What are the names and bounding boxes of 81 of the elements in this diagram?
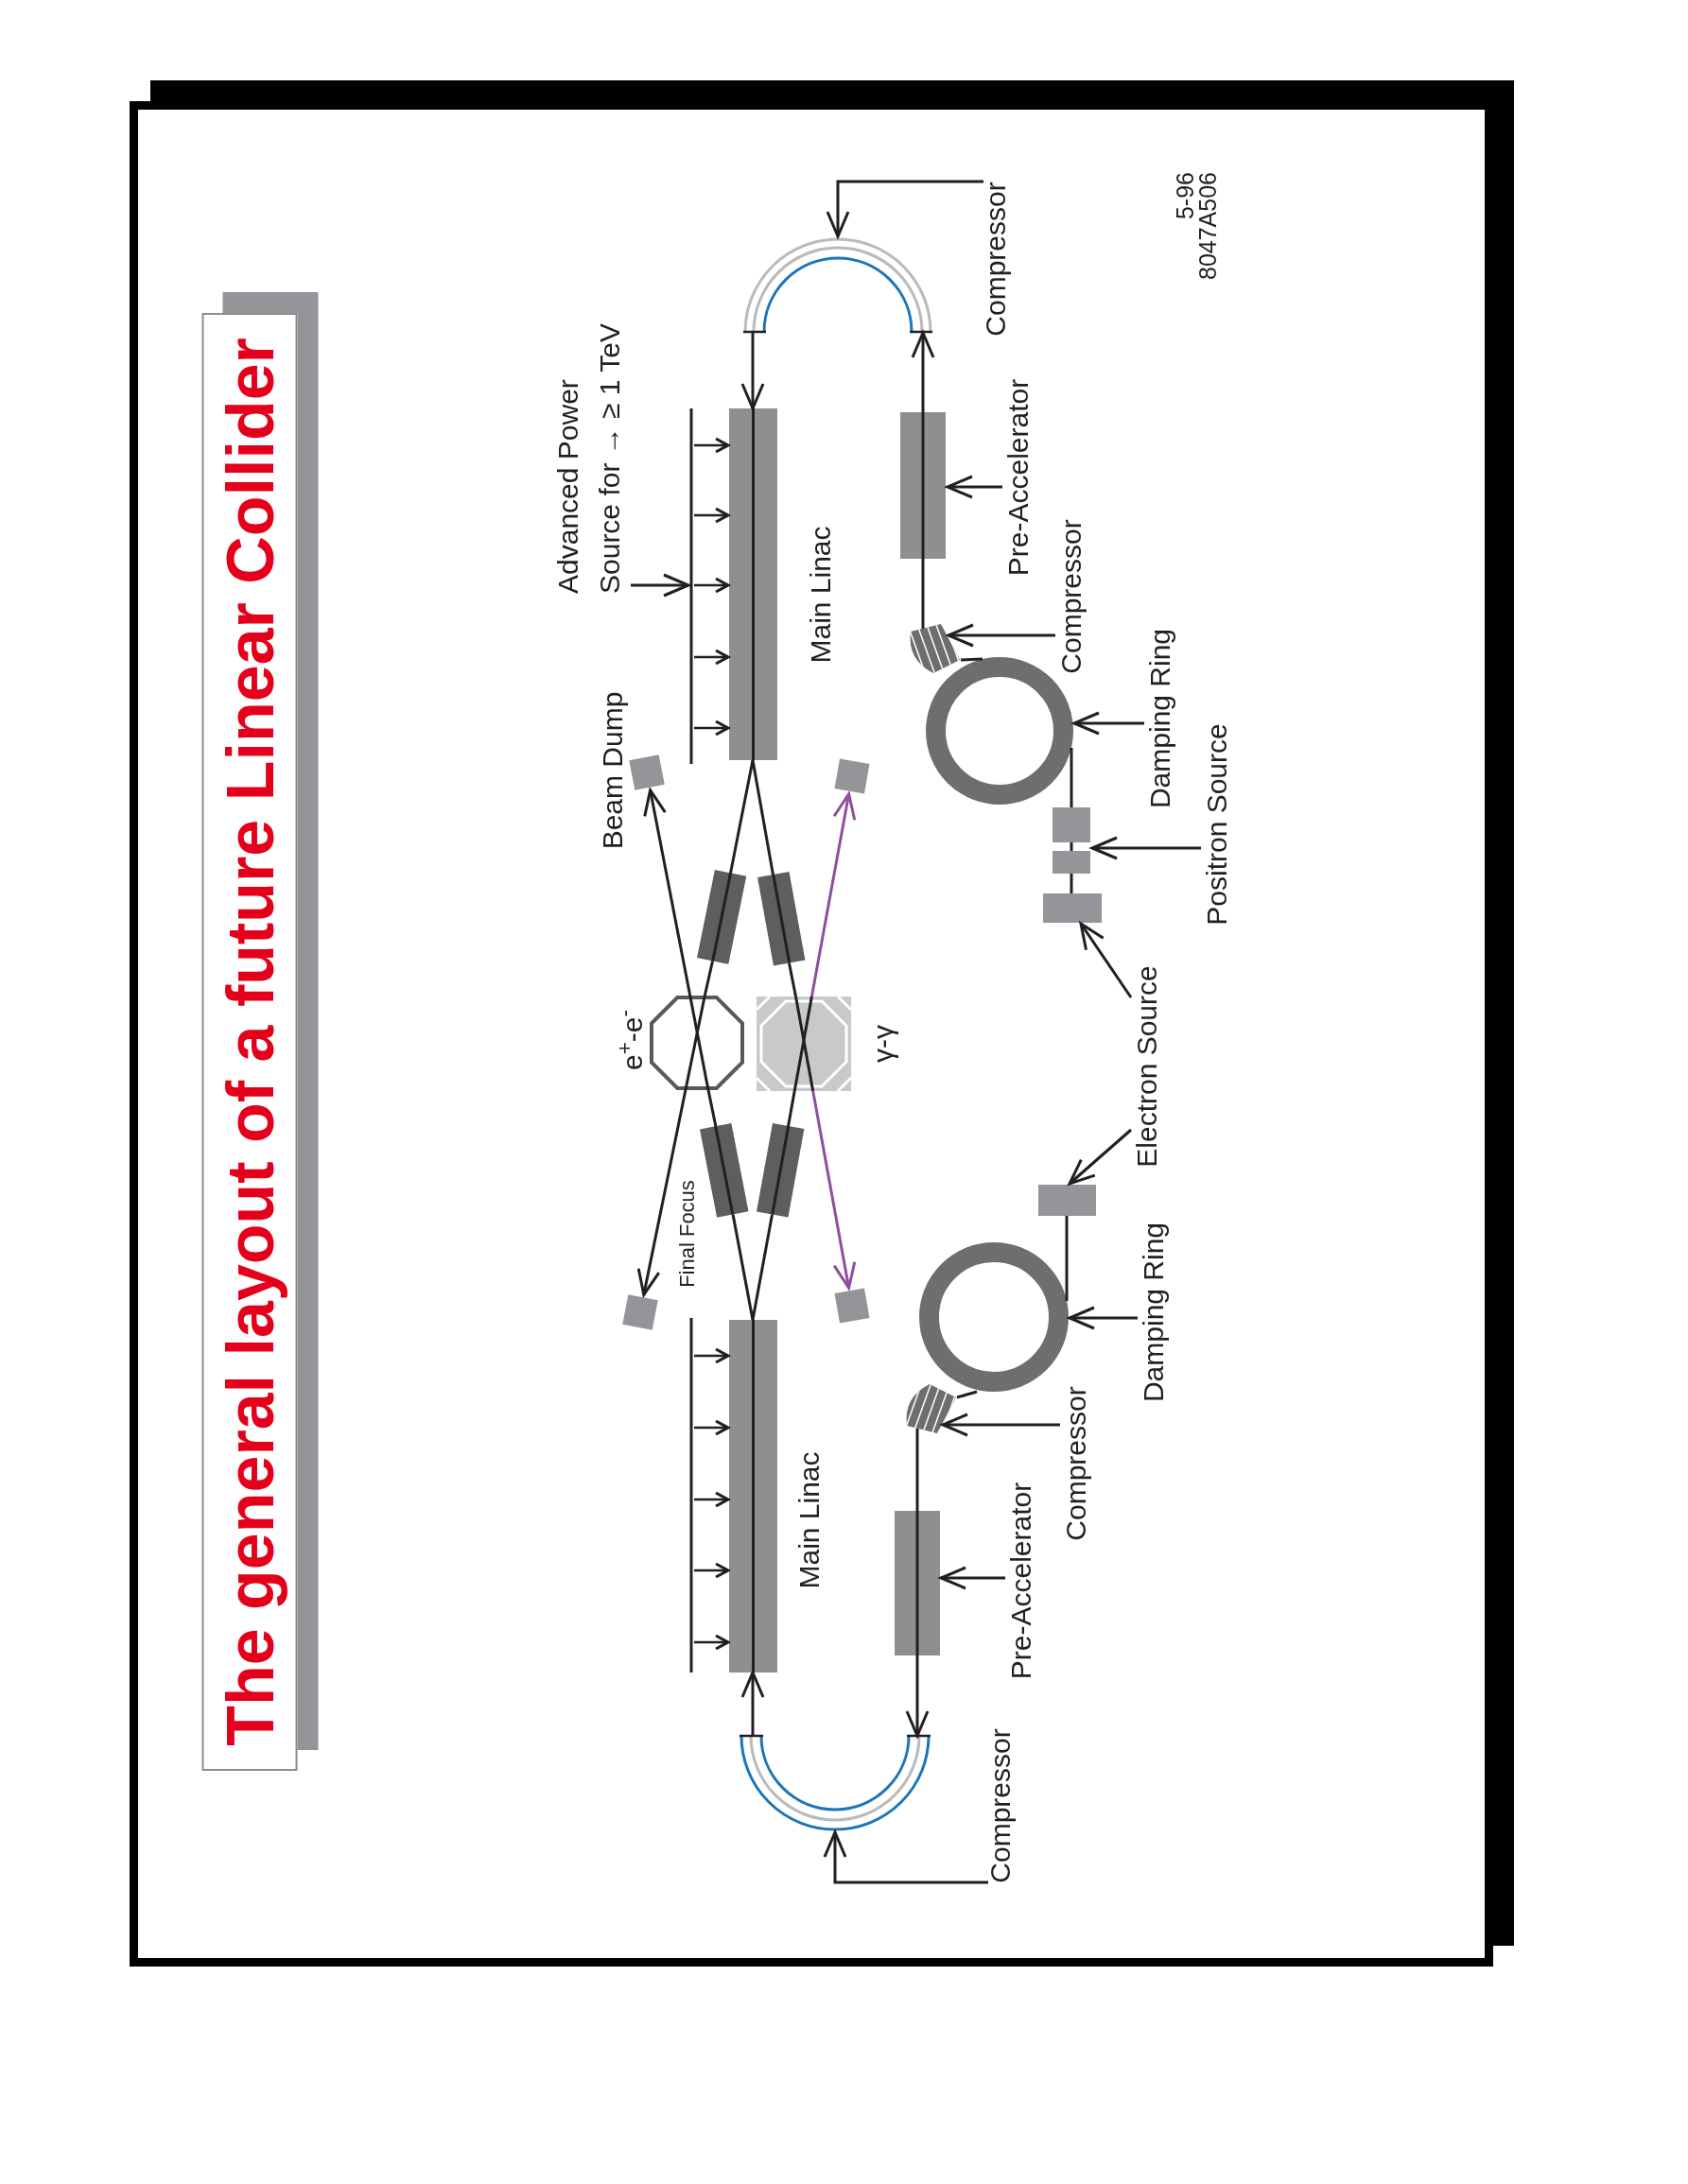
component-label: Main Linac	[805, 526, 837, 664]
component-label: Beam Dump	[597, 691, 629, 850]
pointer-arrow	[1072, 711, 1144, 736]
beam-line	[911, 331, 935, 412]
component-label: Damping Ring	[1144, 628, 1176, 809]
component-label: γ-γ	[867, 1025, 899, 1063]
drawing-number: 8047A506	[1196, 172, 1219, 280]
component-label: Advanced Power Source for → ≥ 1 TeV	[548, 310, 631, 594]
beam-line	[740, 1671, 765, 1736]
beam-line	[729, 759, 755, 874]
square-symbol	[757, 997, 851, 1091]
octagon-outline	[650, 996, 744, 1090]
feed-arrow	[694, 1347, 730, 1364]
pointer-arrow	[946, 475, 1002, 499]
component-label: Compressor	[980, 181, 1012, 337]
beam-dump-block	[629, 754, 665, 790]
beam-line	[751, 1214, 774, 1321]
component-label: Pre-Accelerator	[1002, 378, 1035, 577]
beam-line	[956, 1390, 978, 1399]
compressor-arc	[742, 236, 933, 334]
feed-arrow	[694, 1634, 730, 1651]
power-bus-line	[688, 1318, 694, 1673]
component-label: Positron Source	[1201, 723, 1233, 926]
component-label: Final Focus	[676, 1180, 699, 1288]
beam-line	[788, 962, 797, 997]
source-block	[1043, 893, 1102, 923]
feed-arrow	[694, 437, 730, 454]
feed-arrow	[694, 1419, 730, 1436]
linac-bar	[727, 1319, 778, 1673]
linac-bar	[727, 407, 778, 761]
beam-line	[905, 1655, 930, 1738]
component-label: Damping Ring	[1138, 1222, 1170, 1403]
beam-line	[703, 961, 714, 997]
component-label: Compressor	[1055, 519, 1088, 674]
beam-line	[636, 1089, 687, 1296]
feed-arrow	[694, 577, 730, 594]
beam-line	[751, 759, 774, 875]
pointer-arrow	[1068, 1306, 1138, 1330]
pointer-arrow	[823, 1830, 988, 1884]
component-label: Compressor	[984, 1727, 1017, 1883]
beam-line	[1070, 874, 1073, 893]
beam-line	[1070, 748, 1073, 807]
beam-line	[960, 657, 983, 662]
compressor-arc	[739, 1734, 931, 1832]
source-block	[1038, 1185, 1096, 1216]
pointer-arrow	[1090, 836, 1201, 860]
beam-line	[811, 1090, 857, 1290]
beam-dump-block	[834, 758, 870, 794]
pointer-arrow	[941, 1413, 1060, 1437]
beam-line	[643, 789, 692, 997]
beam-line	[809, 792, 857, 997]
feed-arrow	[694, 507, 730, 524]
beam-line	[787, 1090, 796, 1127]
component-label: Main Linac	[793, 1451, 826, 1589]
beam-line	[921, 559, 925, 629]
beam-line	[915, 1429, 919, 1511]
pointer-arrow	[1079, 922, 1133, 998]
feed-arrow	[694, 649, 730, 666]
feed-arrow	[694, 1491, 730, 1508]
drawing-number: 5-96	[1174, 172, 1196, 220]
accelerator-bar	[899, 411, 947, 560]
feed-arrow	[694, 1562, 730, 1579]
component-label: Compressor	[1060, 1386, 1092, 1541]
power-bus-line	[688, 408, 694, 764]
component-label: Pre-Accelerator	[1005, 1482, 1037, 1680]
pointer-arrow	[939, 1566, 1005, 1590]
beam-line	[731, 1214, 755, 1321]
pointer-arrow	[826, 180, 983, 238]
pointer-arrow	[631, 573, 690, 598]
pointer-arrow	[1068, 1128, 1132, 1186]
beam-line	[706, 1089, 718, 1127]
title-text: The general layout of a future Linear Collider	[211, 338, 287, 1746]
source-blocks	[1053, 807, 1090, 874]
pointer-arrow	[947, 623, 1055, 648]
beam-line	[1065, 1216, 1069, 1301]
beam-line	[740, 333, 765, 410]
accelerator-bar	[894, 1510, 941, 1656]
beam-dump-block	[834, 1288, 870, 1324]
feed-arrow	[694, 719, 730, 737]
beam-dump-block	[622, 1294, 658, 1330]
component-label: Electron Source	[1131, 965, 1163, 1168]
